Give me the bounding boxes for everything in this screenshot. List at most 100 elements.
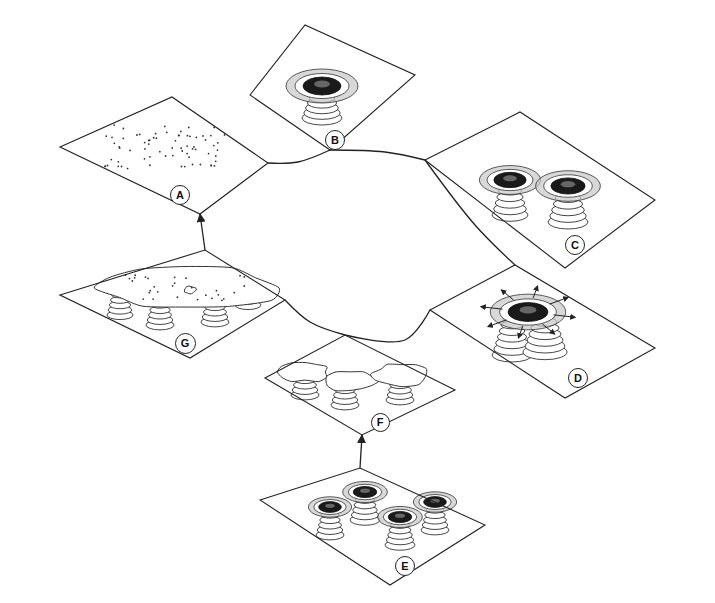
panel-outline — [260, 468, 485, 585]
panel-outline — [260, 468, 485, 585]
echo-core — [325, 504, 335, 508]
precipitation-dot — [129, 149, 131, 151]
precipitation-dot — [144, 142, 146, 144]
precipitation-dot — [215, 155, 217, 157]
echo-ring — [286, 69, 358, 103]
precipitation-dot — [175, 140, 177, 142]
precipitation-dot — [193, 146, 195, 148]
panel-outline — [265, 335, 455, 435]
panel-outline — [425, 112, 655, 268]
precipitation-dot — [152, 298, 154, 300]
precipitation-dot — [186, 145, 188, 147]
echo-ring — [479, 166, 540, 195]
precipitation-dot — [205, 294, 207, 296]
storm-cells — [94, 69, 600, 550]
precipitation-dot — [185, 277, 187, 279]
precipitation-dot — [104, 165, 106, 167]
precipitation-dot — [111, 136, 113, 138]
precipitation-dot — [107, 165, 109, 167]
precipitation-dot — [148, 292, 150, 294]
precipitation-dot — [210, 164, 212, 166]
precipitation-dot — [129, 278, 131, 280]
echo-core — [388, 511, 412, 522]
outflow-arrow — [553, 315, 575, 317]
echo-core — [561, 181, 575, 187]
precipitation-dot — [189, 135, 191, 137]
precipitation-dot — [118, 146, 120, 148]
panel-letter: C — [565, 235, 585, 255]
echo-ring — [295, 74, 349, 99]
cycle-connector — [330, 150, 425, 160]
precipitation-dot — [213, 145, 215, 147]
panel-outline — [60, 250, 285, 358]
precipitation-dot — [159, 151, 161, 153]
stage-panel: C — [425, 112, 655, 268]
precipitation-dot — [197, 299, 199, 301]
precipitation-dot — [172, 155, 174, 157]
echo-ring — [308, 497, 351, 517]
precipitation-dot — [147, 278, 149, 280]
echo-core — [520, 306, 537, 313]
precipitation-dot — [195, 149, 197, 151]
precipitation-dot — [145, 276, 147, 278]
precipitation-dot — [164, 126, 166, 128]
precipitation-dot — [211, 297, 213, 299]
anvil-cloud — [184, 286, 196, 294]
panel-letter: G — [175, 333, 196, 354]
precipitation-dot — [131, 280, 133, 282]
precipitation-dot — [177, 296, 179, 298]
stage-panel: A — [60, 97, 268, 214]
echo-core — [353, 486, 377, 497]
precipitation-dot — [113, 142, 115, 144]
precipitation-dot — [136, 134, 138, 136]
precipitation-dot — [139, 134, 141, 136]
precipitation-dot — [104, 166, 106, 168]
precipitation-dot — [123, 128, 125, 130]
precipitation-dot — [223, 298, 225, 300]
outflow-arrow — [518, 326, 522, 338]
precipitation-dot — [195, 136, 197, 138]
precipitation-dot — [149, 156, 151, 158]
precipitation-dot — [217, 142, 219, 144]
echo-ring — [487, 169, 533, 190]
precipitation-dot — [166, 132, 168, 134]
echo-ring — [544, 175, 593, 198]
stage-panel: G — [60, 250, 285, 358]
precipitation-dot — [174, 276, 176, 278]
stage-panel: B — [250, 25, 415, 150]
precipitation-dot — [202, 135, 204, 137]
precipitation-dot — [214, 165, 216, 167]
precipitation-dot — [142, 298, 144, 300]
outflow-arrow — [488, 320, 506, 327]
echo-core — [303, 77, 341, 95]
panel-outline — [60, 97, 268, 214]
panel-outline — [250, 25, 415, 150]
precipitation-dot — [181, 150, 183, 152]
outflow-arrow — [533, 286, 537, 298]
echo-core — [319, 502, 342, 513]
echo-core — [503, 175, 517, 181]
panel-letter: B — [325, 130, 345, 150]
precipitation-dot — [156, 137, 158, 139]
precipitation-dot — [165, 155, 167, 157]
panel-letter: F — [371, 413, 390, 432]
precipitation-dot — [216, 290, 218, 292]
anvil-cloud — [371, 364, 427, 387]
precipitation-dot — [155, 133, 157, 135]
precipitation-dot — [184, 166, 186, 168]
panel-outline — [430, 265, 655, 398]
precipitation-dot — [191, 287, 193, 289]
cycle-connector — [360, 435, 362, 468]
cycle-connector — [200, 214, 205, 250]
precipitation-dot — [113, 124, 115, 126]
precipitation-dot — [149, 164, 151, 166]
cycle-connector — [345, 310, 430, 342]
panel-outline — [60, 97, 268, 214]
echo-core — [508, 303, 548, 322]
precipitation-dot — [105, 135, 107, 137]
precipitation-dot — [181, 166, 183, 168]
echo-core — [360, 489, 370, 493]
